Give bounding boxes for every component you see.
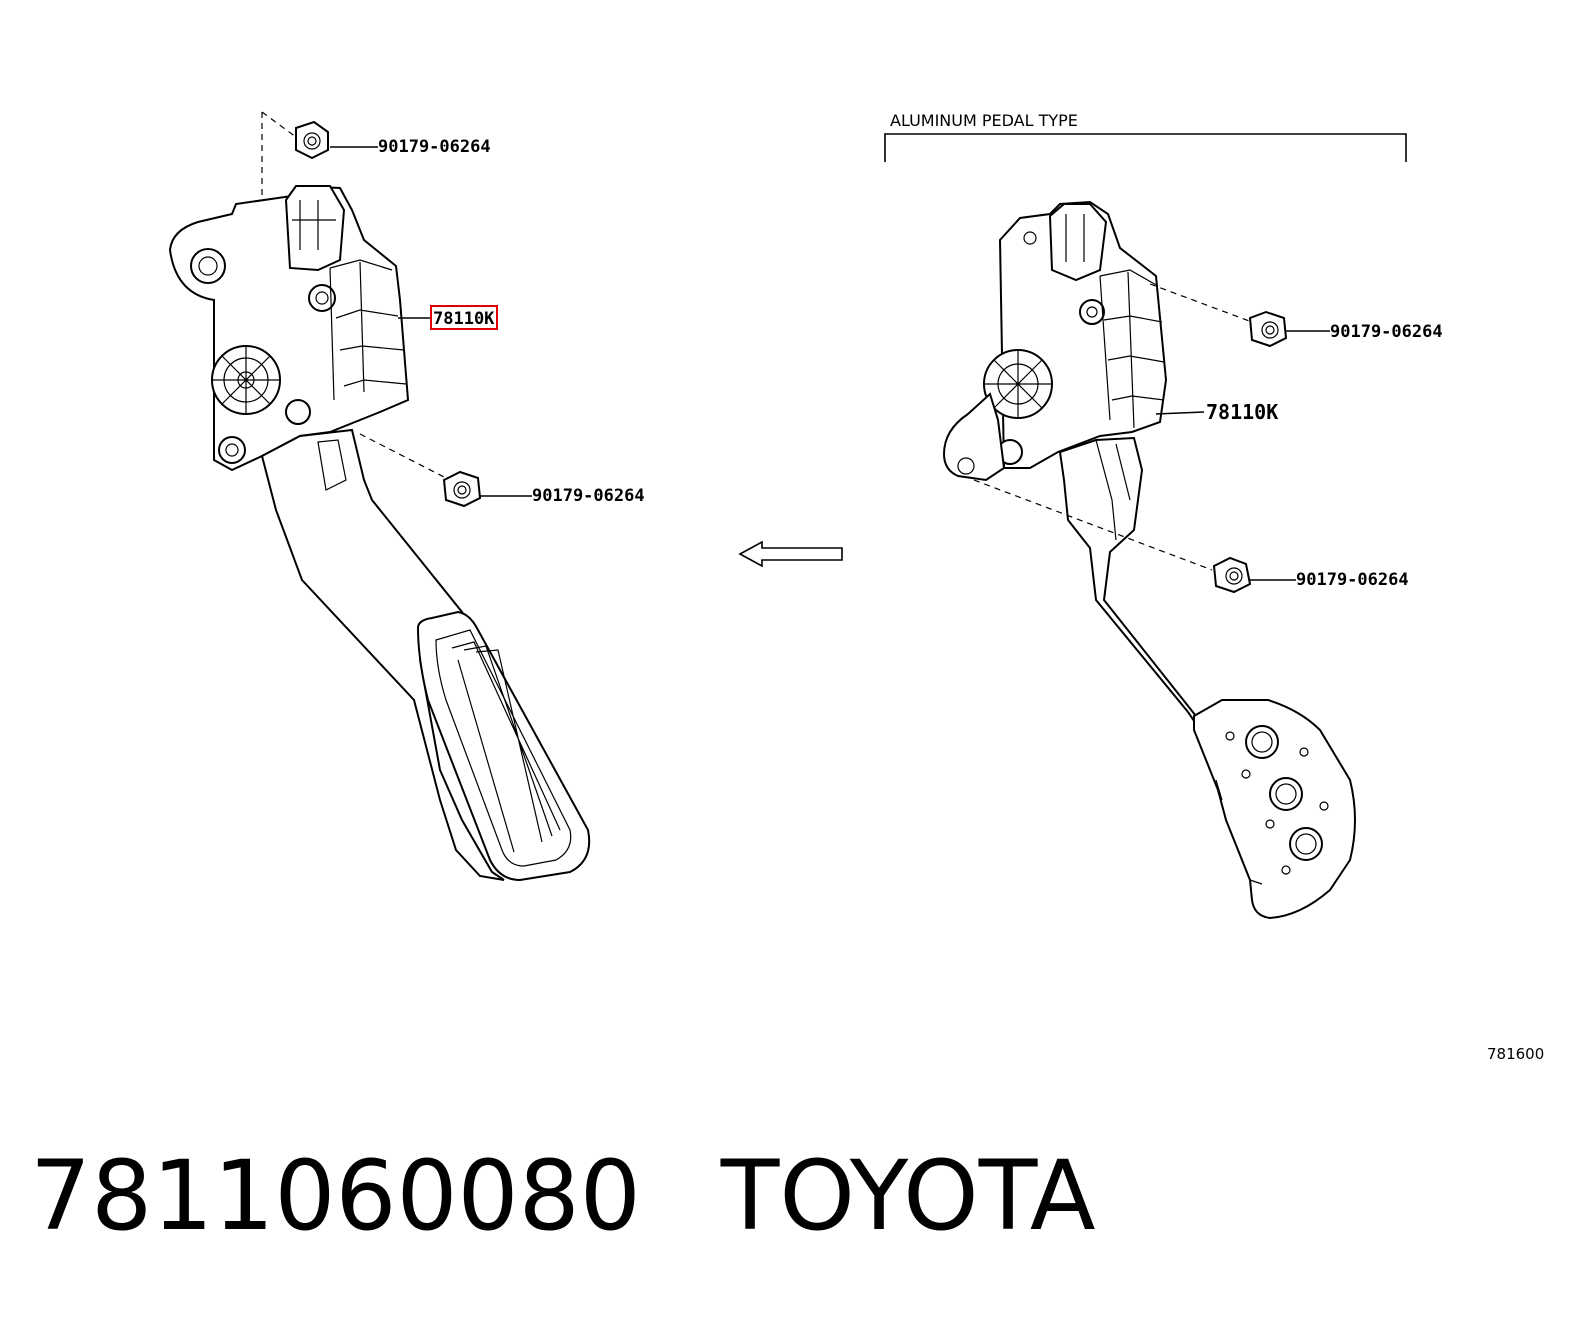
left-pedal-assembly xyxy=(168,111,591,882)
left-arrow-icon xyxy=(738,540,843,568)
left-top-nut-icon[interactable] xyxy=(295,120,329,160)
right-top-nut-icon[interactable] xyxy=(1248,310,1288,348)
right-top-nut-label[interactable]: 90179-06264 xyxy=(1330,322,1443,342)
left-top-nut-label[interactable]: 90179-06264 xyxy=(378,137,491,157)
left-part-label[interactable]: 78110K xyxy=(433,309,495,329)
caption-part-number: 7811060080 xyxy=(30,1140,641,1252)
aluminum-pedal-header: ALUMINUM PEDAL TYPE xyxy=(890,111,1078,130)
highlight-box xyxy=(430,305,498,330)
right-part-label[interactable]: 78110K xyxy=(1206,400,1278,424)
figure-number: 781600 xyxy=(1487,1045,1544,1063)
left-bottom-nut-label[interactable]: 90179-06264 xyxy=(532,486,645,506)
left-bottom-nut-icon[interactable] xyxy=(442,470,482,508)
right-pedal-assembly xyxy=(884,133,1407,920)
right-bottom-nut-label[interactable]: 90179-06264 xyxy=(1296,570,1409,590)
right-bottom-nut-icon[interactable] xyxy=(1212,556,1252,594)
caption-brand: TOYOTA xyxy=(720,1140,1096,1252)
